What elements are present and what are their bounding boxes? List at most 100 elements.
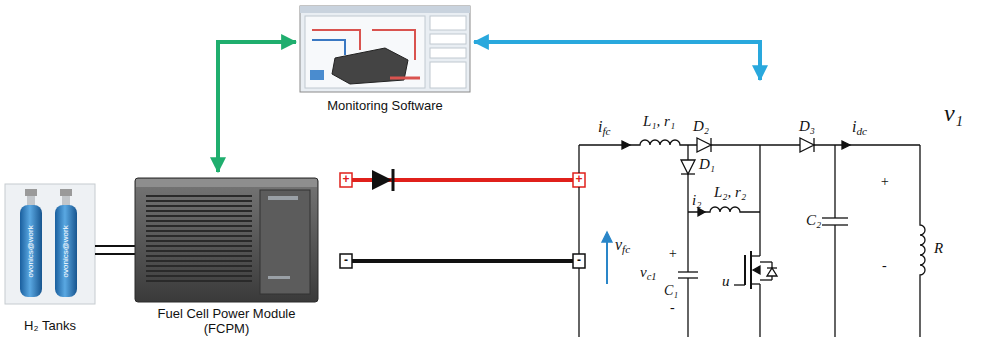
diode-label: D₂ bbox=[693, 118, 709, 135]
drawing-part bbox=[372, 170, 392, 190]
drawing-part bbox=[681, 160, 695, 174]
drawing-part bbox=[268, 196, 298, 200]
drawing-part bbox=[146, 200, 252, 202]
capacitor-label: C₁ bbox=[664, 283, 678, 298]
drawing-part bbox=[340, 173, 352, 187]
drawing-part bbox=[146, 235, 252, 237]
polarity-sign: + bbox=[668, 246, 677, 261]
drawing-part bbox=[697, 138, 711, 152]
drawing-part bbox=[606, 240, 608, 284]
load-label: R bbox=[934, 240, 943, 257]
drawing-part bbox=[602, 232, 612, 242]
current-label: ifc bbox=[598, 118, 611, 136]
drawing-part bbox=[573, 254, 585, 268]
drawing-part bbox=[834, 145, 835, 218]
terminal-sign: - bbox=[577, 254, 581, 267]
drawing-part bbox=[800, 138, 814, 152]
drawing-part bbox=[751, 283, 760, 284]
drawing-part bbox=[146, 255, 252, 257]
drawing-part bbox=[759, 284, 760, 337]
drawing-part bbox=[95, 253, 135, 255]
tank-group: H₂ Tanks bbox=[3, 180, 97, 333]
drawing-part bbox=[146, 196, 252, 281]
drawing-part bbox=[305, 16, 425, 88]
software-screenshot bbox=[300, 6, 470, 92]
drawing-part bbox=[146, 245, 252, 247]
drawing-part bbox=[390, 77, 420, 80]
drawing-part bbox=[95, 245, 135, 247]
drawing-part bbox=[146, 275, 252, 277]
data-link bbox=[218, 42, 296, 172]
diode-label: D₃ bbox=[799, 118, 815, 135]
drawing-part bbox=[62, 196, 70, 206]
drawing-part bbox=[920, 145, 925, 337]
drawing-part bbox=[5, 184, 95, 304]
fuel-cell-module bbox=[135, 178, 318, 302]
drawing-part bbox=[842, 141, 850, 149]
drawing-part bbox=[146, 210, 252, 212]
drawing-part bbox=[767, 268, 777, 276]
drawing-part bbox=[260, 190, 310, 294]
capacitor-label: C₂ bbox=[806, 212, 821, 229]
drawing-part bbox=[146, 230, 252, 232]
voltage-label: vc1 bbox=[640, 264, 657, 281]
drawing-part bbox=[268, 276, 290, 279]
drawing-part bbox=[622, 141, 630, 149]
gas-pipes bbox=[95, 246, 135, 254]
drawing-part bbox=[430, 34, 466, 44]
polarity-sign: - bbox=[670, 300, 675, 315]
drawing-part bbox=[687, 145, 688, 160]
terminal-sign: + bbox=[575, 173, 582, 186]
current-label: idc bbox=[852, 118, 867, 136]
drawing-part bbox=[760, 261, 772, 262]
drawing-part bbox=[678, 271, 698, 272]
drawing-part bbox=[822, 217, 848, 218]
tank-brand: ovonics@work bbox=[27, 225, 36, 277]
drawing-part bbox=[760, 279, 772, 280]
drawing-part bbox=[744, 255, 746, 285]
hydrogen-tanks bbox=[5, 184, 95, 304]
drawing-part bbox=[687, 278, 688, 337]
drawing-part bbox=[579, 140, 697, 145]
gate-signal: u bbox=[722, 273, 730, 290]
drawing-part bbox=[751, 255, 760, 256]
drawing-part bbox=[711, 144, 800, 145]
voltage-label: vfc bbox=[615, 236, 630, 254]
drawing-part bbox=[27, 196, 35, 206]
node-caption: Monitoring Software bbox=[327, 98, 443, 113]
inductor-label: L₁, r₁ bbox=[643, 113, 675, 130]
drawing-part bbox=[578, 145, 579, 173]
polarity-sign: + bbox=[880, 174, 889, 189]
drawing-part bbox=[310, 70, 324, 80]
drawing-part bbox=[146, 260, 252, 262]
drawing-part bbox=[146, 195, 252, 197]
drawing-part bbox=[573, 173, 585, 187]
drawing-part bbox=[20, 205, 42, 297]
drawing-part bbox=[734, 284, 745, 285]
drawing-part bbox=[578, 268, 579, 337]
drawing-part bbox=[312, 40, 345, 55]
drawing-part bbox=[146, 205, 252, 207]
drawing-part bbox=[146, 225, 252, 227]
drawing-part bbox=[55, 205, 77, 297]
control-link bbox=[474, 42, 760, 80]
drawing-part bbox=[135, 178, 318, 302]
drawing-part bbox=[146, 250, 252, 252]
drawing-part bbox=[834, 225, 835, 337]
current-label: i₂ bbox=[692, 192, 701, 209]
drawing-part bbox=[146, 265, 252, 267]
drawing-part bbox=[60, 189, 72, 196]
drawing-part bbox=[146, 215, 252, 217]
drawing-part bbox=[146, 280, 252, 282]
drawing-part bbox=[578, 187, 579, 254]
drawing-part bbox=[687, 174, 688, 272]
node-caption: Fuel Cell Power Module (FCPM) bbox=[139, 306, 314, 336]
drawing-part bbox=[392, 169, 395, 191]
drawing-part bbox=[430, 16, 466, 30]
drawing-part bbox=[759, 145, 760, 256]
drawing-part bbox=[340, 254, 352, 268]
drawing-part bbox=[814, 144, 920, 145]
drawing-part bbox=[430, 48, 466, 58]
